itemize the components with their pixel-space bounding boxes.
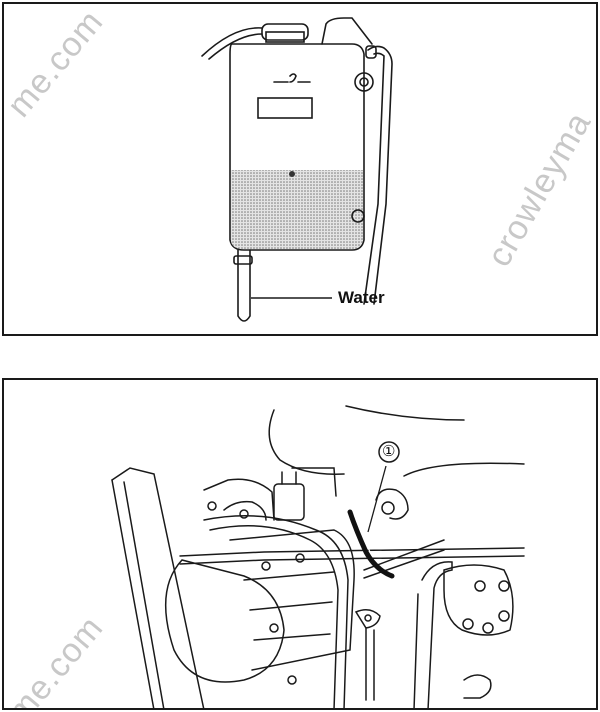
callout-1-label: ① [382,443,396,460]
water-label: Water [338,288,385,307]
figure-engine-assembly: ① me.com [2,378,598,710]
figure-reservoir-tank: Water me.com crowleyma [2,2,598,336]
reservoir-tank-illustration [201,17,393,322]
engine-illustration [111,405,525,708]
